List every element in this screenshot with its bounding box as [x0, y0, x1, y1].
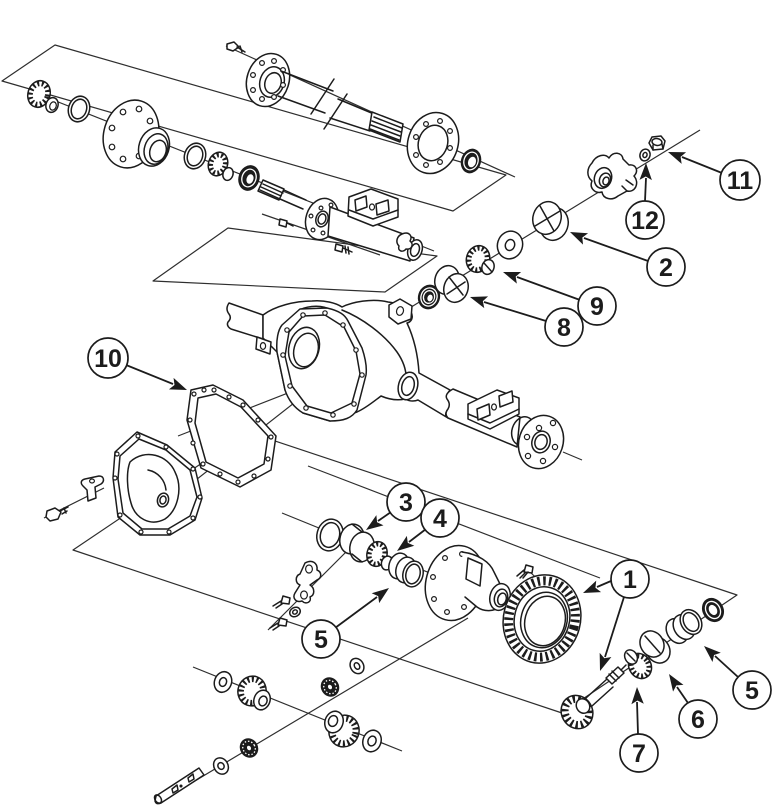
shaft-with-break [277, 70, 375, 132]
row-seal [316, 518, 344, 552]
outer-bearing-cone [26, 79, 59, 114]
callout-10: 10 [87, 337, 187, 390]
flange-bolt [226, 41, 246, 53]
callout-11: 11 [668, 152, 761, 201]
axle-housing [226, 298, 451, 422]
rear-shim-stack [665, 608, 703, 645]
housing-lower-tab [255, 336, 272, 355]
tube-flange [517, 414, 565, 470]
callout-3-label: 3 [399, 489, 413, 517]
right-axle-tube [445, 388, 565, 470]
shaft-splines [368, 111, 404, 143]
callout-2-label: 2 [659, 254, 673, 282]
tube-spring-perch [467, 389, 520, 430]
lock-bolts [269, 595, 302, 631]
axle-shaft [226, 41, 482, 175]
callout-1: 1 [583, 559, 650, 671]
carrier-face [276, 307, 368, 422]
bearing-cone [366, 540, 394, 571]
carrier-studs [278, 218, 353, 255]
callout-11-label: 11 [727, 167, 754, 195]
callout-5-left-label: 5 [314, 626, 328, 654]
cross-shaft [153, 767, 205, 805]
callout-5-right-label: 5 [745, 677, 759, 705]
bearing-race [433, 264, 470, 304]
differential-case [424, 544, 534, 622]
spindle-splines [257, 179, 285, 201]
thrust-washer-right [361, 729, 383, 753]
pinion-mate-gear-upper [320, 677, 340, 697]
wheel-hub [102, 99, 171, 169]
callout-2: 2 [570, 232, 686, 287]
pinion-mate-gear-lower [239, 738, 259, 758]
hub-inner-seal [183, 142, 207, 170]
rear-seal [701, 597, 725, 623]
callout-9-label: 9 [590, 293, 604, 321]
housing-top-bracket [388, 298, 413, 325]
carrier-gasket [186, 384, 277, 488]
hub-outer-seal [67, 95, 91, 123]
cover-bolt [45, 506, 69, 522]
callout-4: 4 [397, 498, 460, 551]
pinion-rear-bearing [623, 649, 653, 680]
lock-bracket [293, 560, 322, 604]
oil-slinger [417, 284, 441, 310]
callout-7-label: 7 [632, 740, 646, 768]
pinion-yoke [587, 152, 638, 200]
differential-cover [45, 431, 203, 536]
ring-gear [502, 574, 582, 664]
cover-clip [80, 475, 105, 502]
housing-tube-joint [397, 371, 419, 401]
carrier-bearing-row [269, 518, 424, 631]
pinion-rear-stack [623, 597, 725, 680]
side-gear-right [323, 710, 360, 748]
spider-gear-set [153, 657, 383, 805]
callout-8: 8 [470, 296, 584, 347]
pinion-seal [531, 200, 570, 242]
callout-8-label: 8 [557, 314, 571, 342]
mate-washer-lower [212, 757, 230, 775]
callout-4-label: 4 [433, 505, 447, 533]
spindle-tube-end [257, 179, 424, 262]
callout-9: 9 [503, 271, 617, 326]
axle-seal [460, 148, 482, 174]
flange-holes [250, 57, 287, 102]
ring-gear-bolt [516, 564, 534, 579]
callout-6-label: 6 [691, 706, 705, 734]
callout-12-label: 12 [631, 207, 659, 235]
axle-hub-flange [406, 111, 460, 175]
callout-12: 12 [625, 163, 665, 240]
thrust-washer-left [213, 670, 233, 694]
callout-10-label: 10 [94, 345, 122, 373]
callout-5-left: 5 [301, 588, 389, 659]
pinion-nut-washer [639, 148, 651, 162]
callout-5-right: 5 [704, 646, 772, 710]
callout-1-label: 1 [623, 566, 637, 594]
pinion-nut [648, 135, 666, 151]
tube-body [327, 206, 424, 262]
spring-seat-bracket [347, 188, 399, 227]
mate-washer-upper [349, 657, 365, 675]
pinion-front-stack [417, 135, 666, 310]
pinion-outer-bearing [465, 244, 495, 276]
callout-7: 7 [619, 687, 659, 773]
callout-3: 3 [366, 482, 426, 530]
pinion-washer [496, 230, 524, 260]
spindle-seal [238, 165, 260, 191]
rear-race [639, 630, 671, 664]
shim-stack [388, 552, 424, 588]
side-gear-left [237, 675, 272, 711]
hub-assembly [26, 79, 260, 191]
callout-6: 6 [669, 674, 718, 739]
housing-left-tube [226, 302, 264, 340]
drive-pinion [560, 664, 627, 730]
inner-bearing-cone [207, 151, 234, 182]
